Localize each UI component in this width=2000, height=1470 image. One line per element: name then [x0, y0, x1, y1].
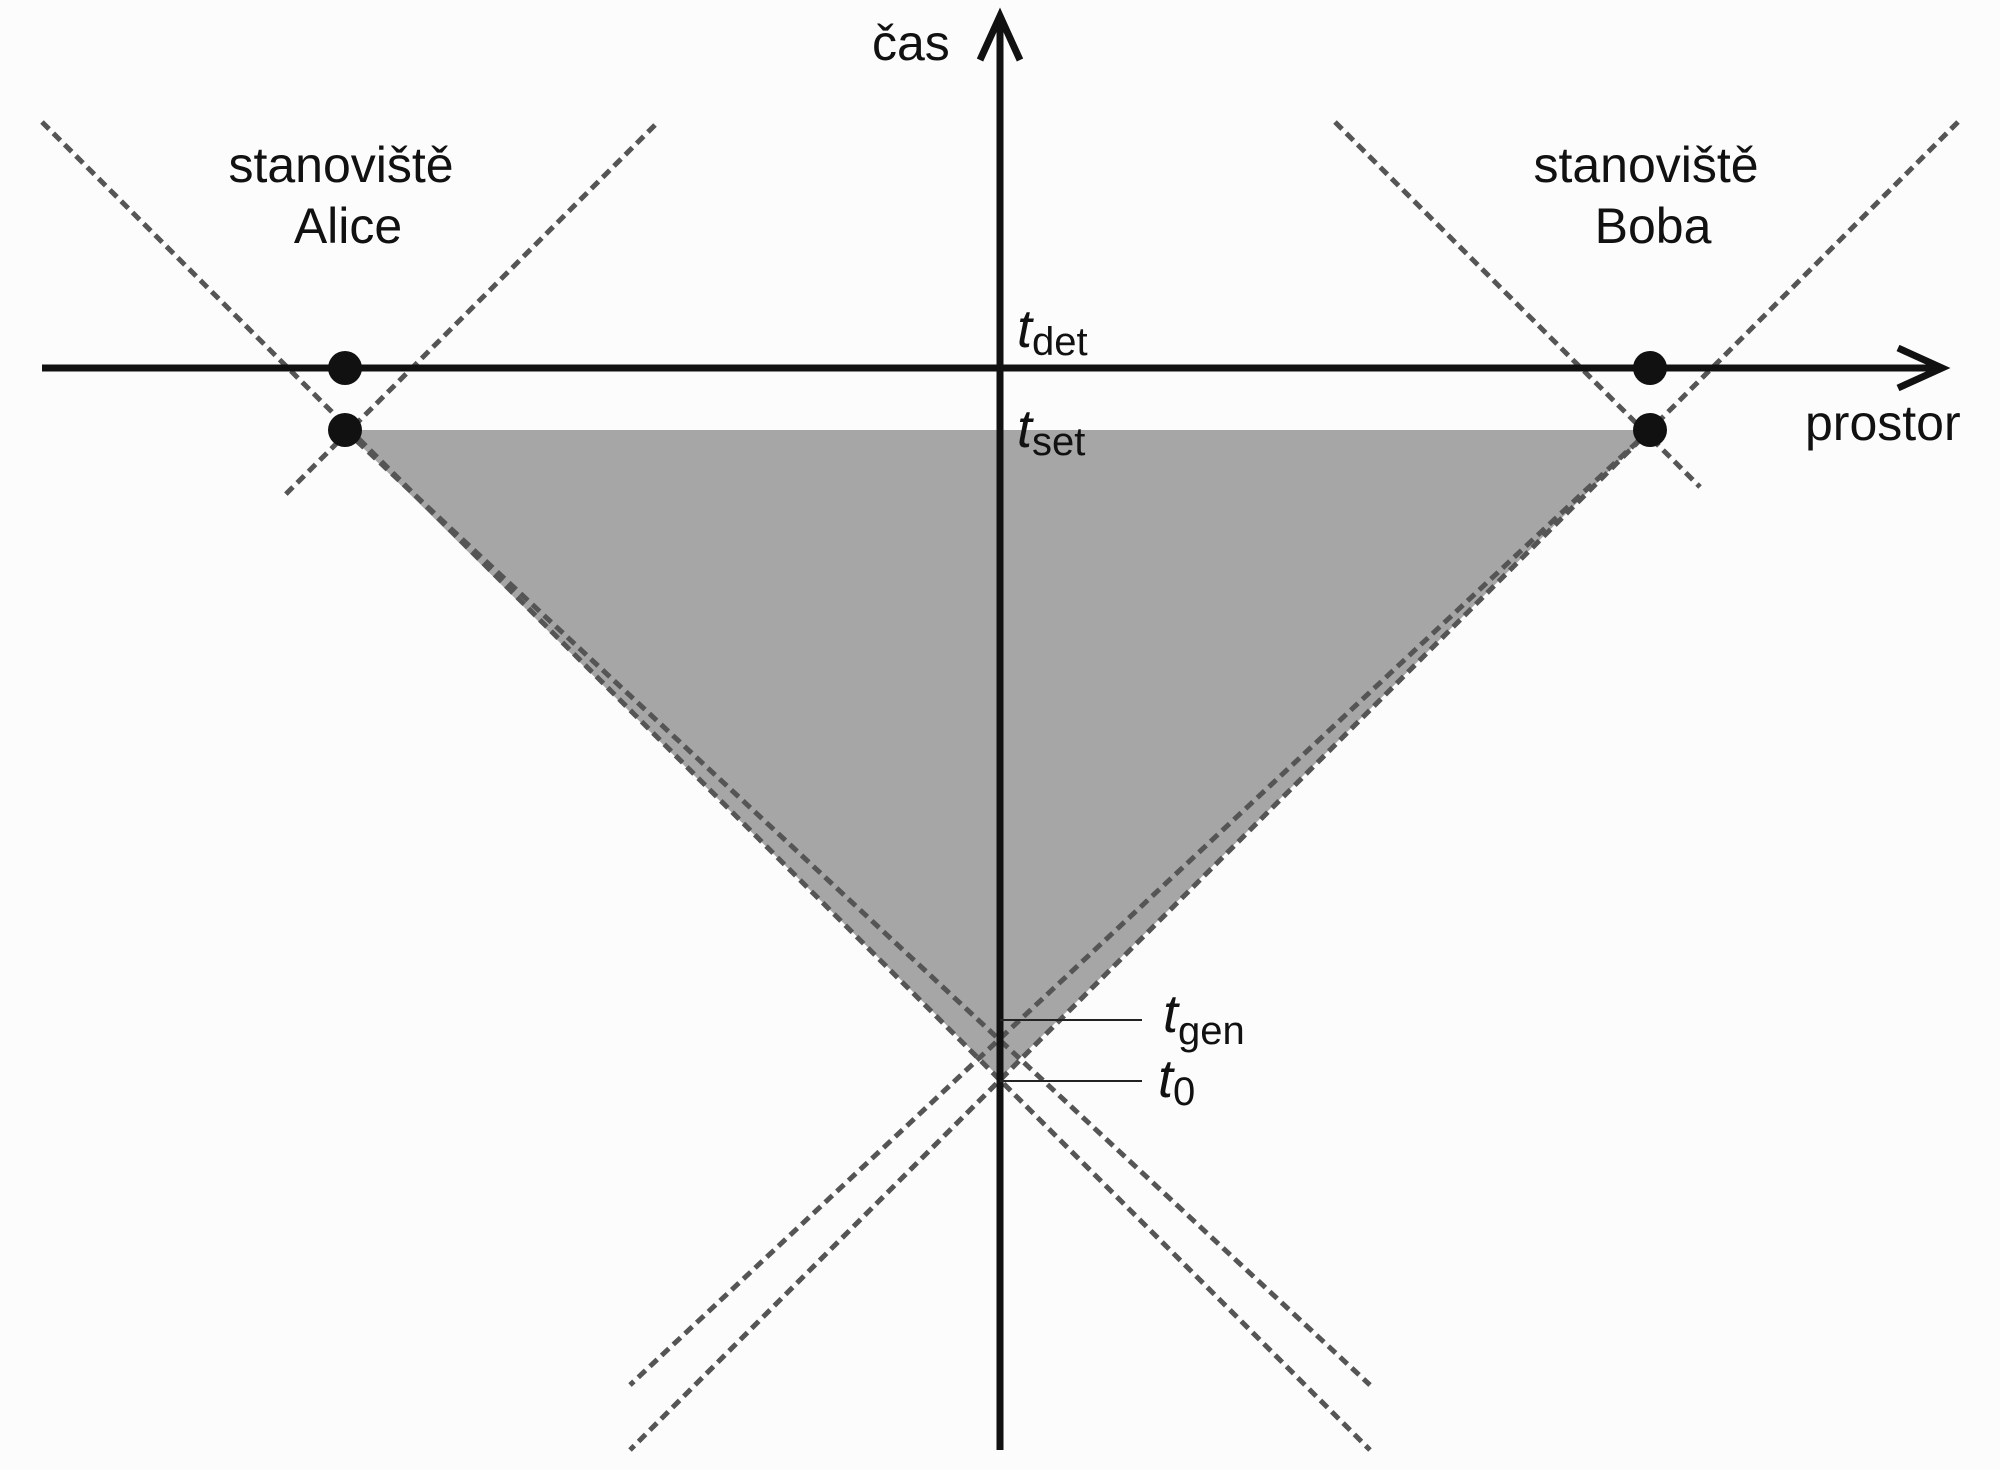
bob-station-label: stanoviště Boba [1533, 137, 1772, 254]
light-cone-line-alice-set [40, 120, 1372, 1452]
bob-station-line1: stanoviště [1533, 137, 1758, 193]
light-cone-line-bob-set [628, 120, 1960, 1452]
space-axis-label: prostor [1805, 395, 1961, 451]
light-cone-line-alice-gen [343, 428, 1372, 1387]
alice-station-line1: stanoviště [228, 137, 453, 193]
t-set-subscript: set [1032, 420, 1085, 464]
space-axis-arrowhead [1896, 344, 1951, 392]
t-det-symbol: t [1017, 299, 1034, 359]
t-det-label: tdet [1017, 299, 1088, 364]
t-det-subscript: det [1032, 320, 1088, 364]
light-cone-line-bob-det [1333, 120, 1702, 489]
t-gen-subscript: gen [1178, 1009, 1245, 1053]
alice-detection-event [328, 351, 362, 385]
bob-setting-event [1633, 413, 1667, 447]
alice-setting-event [328, 413, 362, 447]
t-0-subscript: 0 [1173, 1070, 1195, 1114]
t-gen-label: tgen [1163, 984, 1245, 1053]
t-gen-symbol: t [1163, 984, 1180, 1044]
t-set-symbol: t [1017, 399, 1034, 459]
alice-station-label: stanoviště Alice [228, 137, 467, 254]
light-cone-line-bob-gen [628, 428, 1652, 1387]
time-axis-arrowhead [976, 7, 1024, 62]
t-set-label: tset [1017, 399, 1085, 464]
bob-station-line2: Boba [1595, 198, 1712, 254]
alice-station-line2: Alice [294, 198, 402, 254]
bob-detection-event [1633, 351, 1667, 385]
time-axis-label: čas [872, 15, 950, 71]
t-0-symbol: t [1158, 1049, 1175, 1109]
t-0-label: t0 [1158, 1049, 1195, 1114]
